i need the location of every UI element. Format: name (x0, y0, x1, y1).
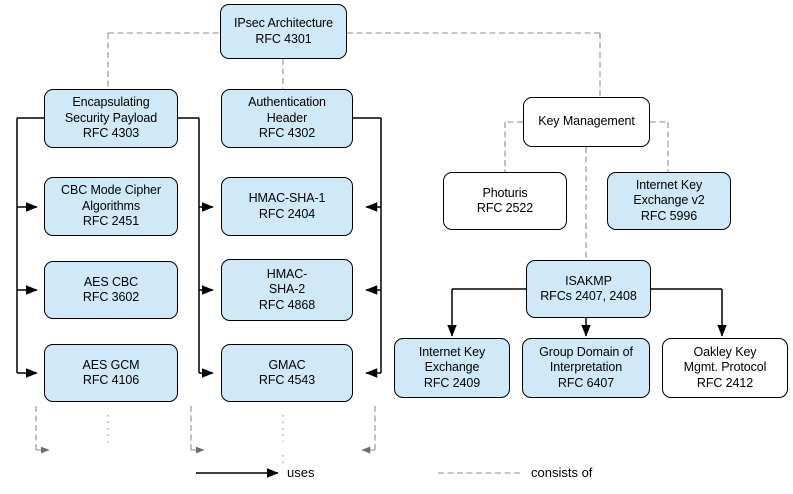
node-line: SHA-2 (268, 282, 306, 297)
node-oakley-key-mgmt-protocol[interactable]: Oakley Key Mgmt. Protocol RFC 2412 (662, 338, 788, 398)
legend-uses-label: uses (287, 465, 315, 480)
node-line: RFC 6407 (557, 375, 615, 390)
node-line: Encapsulating (72, 95, 150, 110)
node-cbc-mode-cipher-algorithms[interactable]: CBC Mode Cipher Algorithms RFC 2451 (44, 177, 178, 236)
node-internet-key-exchange[interactable]: Internet Key Exchange RFC 2409 (394, 338, 510, 398)
node-line: AES CBC (83, 274, 139, 289)
node-line: Interpretation (549, 360, 623, 375)
node-key-management[interactable]: Key Management (523, 97, 650, 147)
node-line: RFC 4868 (258, 297, 316, 312)
node-line: Oakley Key (693, 344, 757, 359)
uses-edges-ah-right (353, 117, 382, 378)
node-line: Mgmt. Protocol (683, 360, 767, 375)
node-line: Key Management (538, 114, 635, 129)
uses-edges-isakmp (447, 288, 727, 337)
node-line: RFC 2404 (258, 206, 316, 221)
node-line: Header (266, 110, 308, 125)
node-authentication-header[interactable]: Authentication Header RFC 4302 (221, 89, 353, 148)
node-line: RFC 4301 (255, 31, 312, 46)
node-aes-gcm[interactable]: AES GCM RFC 4106 (44, 344, 178, 402)
node-line: Exchange (424, 360, 480, 375)
node-line: GMAC (268, 357, 306, 372)
legend-consists-of-label: consists of (531, 465, 593, 480)
node-line: Photuris (482, 185, 528, 200)
node-line: RFC 4106 (82, 373, 140, 387)
consists-of-edges (107, 32, 669, 260)
ellipsis-dots (107, 415, 284, 464)
node-gmac[interactable]: GMAC RFC 4543 (221, 344, 353, 402)
consists-of-open-edges (35, 406, 376, 454)
node-line: RFC 3602 (82, 290, 140, 304)
node-line: Authentication (248, 95, 326, 110)
node-ipsec-architecture[interactable]: IPsec Architecture RFC 4301 (220, 4, 347, 59)
node-line: AES GCM (82, 357, 140, 372)
uses-edges-esp-right (178, 117, 214, 378)
node-line: Algorithms (81, 198, 141, 213)
node-hmac-sha-1[interactable]: HMAC-SHA-1 RFC 2404 (221, 177, 353, 236)
node-aes-cbc[interactable]: AES CBC RFC 3602 (44, 261, 178, 319)
node-line: RFCs 2407, 2408 (540, 289, 637, 303)
node-line: Security Payload (64, 110, 158, 125)
node-line: RFC 5996 (640, 208, 698, 223)
node-line: Group Domain of (539, 344, 633, 359)
node-group-domain-of-interpretation[interactable]: Group Domain of Interpretation RFC 6407 (522, 338, 650, 398)
node-line: RFC 4543 (258, 373, 316, 387)
node-line: HMAC- (266, 266, 308, 281)
node-line: Internet Key (418, 344, 486, 359)
node-isakmp[interactable]: ISAKMP RFCs 2407, 2408 (526, 260, 651, 318)
node-line: RFC 4303 (82, 126, 140, 141)
node-line: CBC Mode Cipher (61, 183, 161, 198)
node-line: RFC 2409 (423, 375, 481, 390)
node-line: RFC 2412 (696, 375, 754, 390)
node-line: RFC 4302 (258, 126, 316, 141)
node-encapsulating-security-payload[interactable]: Encapsulating Security Payload RFC 4303 (44, 89, 178, 148)
node-line: HMAC-SHA-1 (248, 191, 326, 205)
node-internet-key-exchange-v2[interactable]: Internet Key Exchange v2 RFC 5996 (607, 172, 731, 230)
node-line: IPsec Architecture (234, 16, 333, 30)
node-hmac-sha-2[interactable]: HMAC- SHA-2 RFC 4868 (221, 259, 353, 321)
node-line: RFC 2451 (82, 214, 140, 229)
node-photuris[interactable]: Photuris RFC 2522 (443, 172, 567, 230)
uses-edges-left (16, 117, 44, 378)
node-line: RFC 2522 (476, 201, 534, 215)
node-line: Exchange v2 (633, 193, 705, 208)
node-line: ISAKMP (565, 273, 612, 288)
node-line: Internet Key (635, 177, 703, 192)
